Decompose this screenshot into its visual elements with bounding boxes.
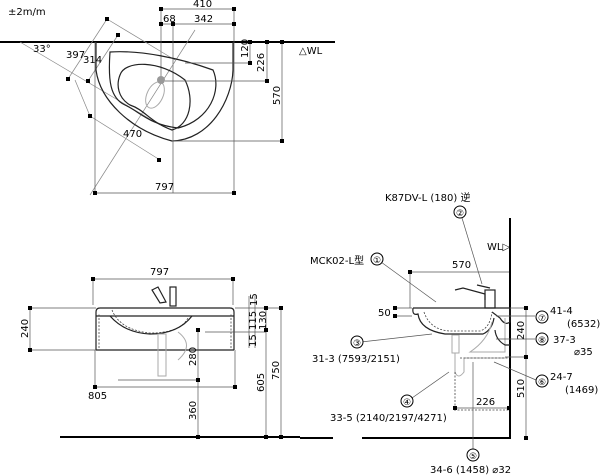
svg-text:⑥: ⑥	[538, 378, 546, 388]
wl-label-top: △WL	[299, 46, 323, 57]
dim-342: 342	[194, 14, 213, 25]
dim-570-side: 570	[452, 260, 471, 271]
dim-805: 805	[88, 391, 107, 402]
callout-1: ①	[370, 252, 384, 266]
dim-410: 410	[193, 0, 212, 10]
svg-text:⑤: ⑤	[469, 452, 477, 462]
callout-6: ⑥	[535, 374, 549, 388]
dim-397: 397	[66, 50, 85, 61]
bowl	[117, 63, 191, 131]
svg-text:③: ③	[353, 339, 361, 349]
callout-6-sub: (1469)	[565, 385, 598, 396]
dim-15-bottom: 15	[248, 334, 259, 347]
callout-8: ⑧	[535, 332, 549, 346]
front-view: 797 240 805 280 360	[20, 267, 300, 439]
dim-130: 130	[258, 311, 269, 330]
dim-470: 470	[123, 129, 142, 140]
callout-7-sub: (6532)	[567, 319, 600, 330]
dim-226-side: 226	[476, 397, 495, 408]
basin-label: MCK02-L型	[310, 254, 364, 267]
dim-240-front: 240	[20, 319, 31, 338]
callout-7: ⑦	[535, 310, 549, 324]
dim-360: 360	[188, 401, 199, 420]
dim-510: 510	[516, 379, 527, 398]
svg-text:⑦: ⑦	[538, 314, 546, 324]
dim-570: 570	[272, 86, 283, 105]
callout-8-code: 37-3	[553, 335, 576, 346]
callout-5-code: 34-6 (1458) ⌀32	[430, 465, 511, 476]
callout-4-code: 33-5 (2140/2197/4271)	[330, 413, 447, 424]
dim-115: 115	[248, 311, 259, 330]
faucet-hole	[157, 76, 165, 84]
faucet-top	[145, 81, 165, 109]
faucet-label: K87DV-L (180) 逆	[385, 191, 471, 204]
dim-797-front: 797	[150, 267, 169, 278]
dim-50: 50	[378, 308, 391, 319]
callout-2: ②	[453, 205, 467, 219]
svg-text:⑧: ⑧	[538, 336, 546, 346]
wl-label-side: WL▷	[487, 242, 510, 253]
faucet-front	[151, 286, 167, 304]
dim-15-top: 15	[249, 293, 260, 306]
counter-front	[95, 307, 235, 350]
svg-text:①: ①	[373, 256, 381, 266]
svg-text:②: ②	[456, 209, 464, 219]
dim-314: 314	[83, 55, 102, 66]
basin-side	[412, 307, 495, 335]
dim-605: 605	[256, 373, 267, 392]
top-view: ±2m/m 410 68 342 33° 397 314 470	[0, 0, 335, 196]
callout-5: ⑤	[466, 448, 480, 462]
callout-6-code: 24-7	[550, 372, 573, 383]
dim-240-side: 240	[516, 321, 527, 340]
callout-8-sub: ⌀35	[574, 347, 593, 358]
angle-33: 33°	[33, 44, 51, 55]
dim-120: 120	[240, 39, 251, 58]
dim-750: 750	[271, 361, 282, 380]
tolerance-label: ±2m/m	[8, 7, 46, 18]
dim-226: 226	[256, 53, 267, 72]
dim-797-top: 797	[155, 182, 174, 193]
svg-text:④: ④	[403, 398, 411, 408]
callout-4: ④	[400, 394, 414, 408]
callout-3: ③	[350, 335, 364, 349]
side-view: K87DV-L (180) 逆 WL▷ MCK02-L型 570 50 240 …	[300, 191, 600, 476]
dim-68: 68	[163, 14, 176, 25]
callout-7-code: 41-4	[550, 306, 573, 317]
callout-3-code: 31-3 (7593/2151)	[312, 354, 400, 365]
dim-280: 280	[188, 347, 199, 366]
basin-rim	[108, 51, 217, 129]
